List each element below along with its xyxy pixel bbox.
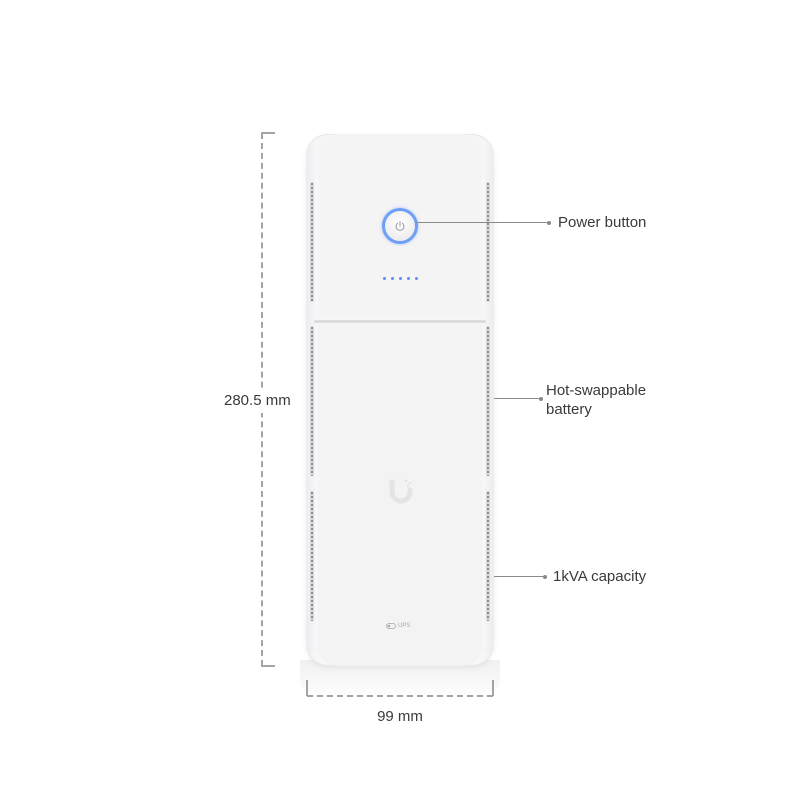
device-reflection — [300, 660, 500, 700]
power-button[interactable] — [382, 208, 418, 244]
power-callout-dot — [547, 221, 551, 225]
vent-grille — [486, 182, 490, 302]
width-dimension-line — [307, 695, 493, 697]
led-dot — [407, 277, 410, 280]
led-dot — [399, 277, 402, 280]
battery-panel[interactable] — [318, 324, 482, 666]
capacity-callout-dot — [543, 575, 547, 579]
battery-led-indicator — [383, 277, 418, 280]
ups-device: UPS — [306, 134, 494, 666]
capacity-callout-line — [494, 576, 544, 577]
width-dimension-label: 99 mm — [377, 708, 423, 725]
right-side-rail — [482, 146, 494, 654]
capacity-callout-label: 1kVA capacity — [553, 568, 647, 585]
width-dimension-cap-left — [306, 680, 308, 696]
ups-badge-text: UPS — [398, 623, 411, 629]
vent-grille — [310, 491, 314, 621]
height-dimension-label: 280.5 mm — [224, 388, 300, 413]
power-callout-line — [416, 222, 548, 223]
vent-grille — [310, 326, 314, 476]
height-dimension-cap-bottom — [261, 665, 275, 667]
battery-callout-dot — [539, 397, 543, 401]
vent-grille — [310, 182, 314, 302]
power-callout-label: Power button — [558, 214, 647, 231]
ups-badge: UPS — [386, 623, 410, 629]
led-dot — [415, 277, 418, 280]
ubiquiti-u-logo-icon — [389, 479, 413, 504]
panel-seam — [314, 320, 486, 323]
battery-callout-line — [494, 398, 540, 399]
led-dot — [383, 277, 386, 280]
battery-callout-label: Hot-swappable battery — [546, 381, 646, 419]
width-dimension-cap-right — [492, 680, 494, 696]
power-icon — [395, 221, 405, 231]
vent-grille — [486, 491, 490, 621]
battery-callout-line2: battery — [546, 401, 592, 418]
vent-grille — [486, 326, 490, 476]
battery-icon — [386, 623, 396, 629]
height-dimension-cap-top — [261, 132, 275, 134]
led-dot — [391, 277, 394, 280]
battery-callout-line1: Hot-swappable — [546, 382, 647, 399]
left-side-rail — [306, 146, 318, 654]
